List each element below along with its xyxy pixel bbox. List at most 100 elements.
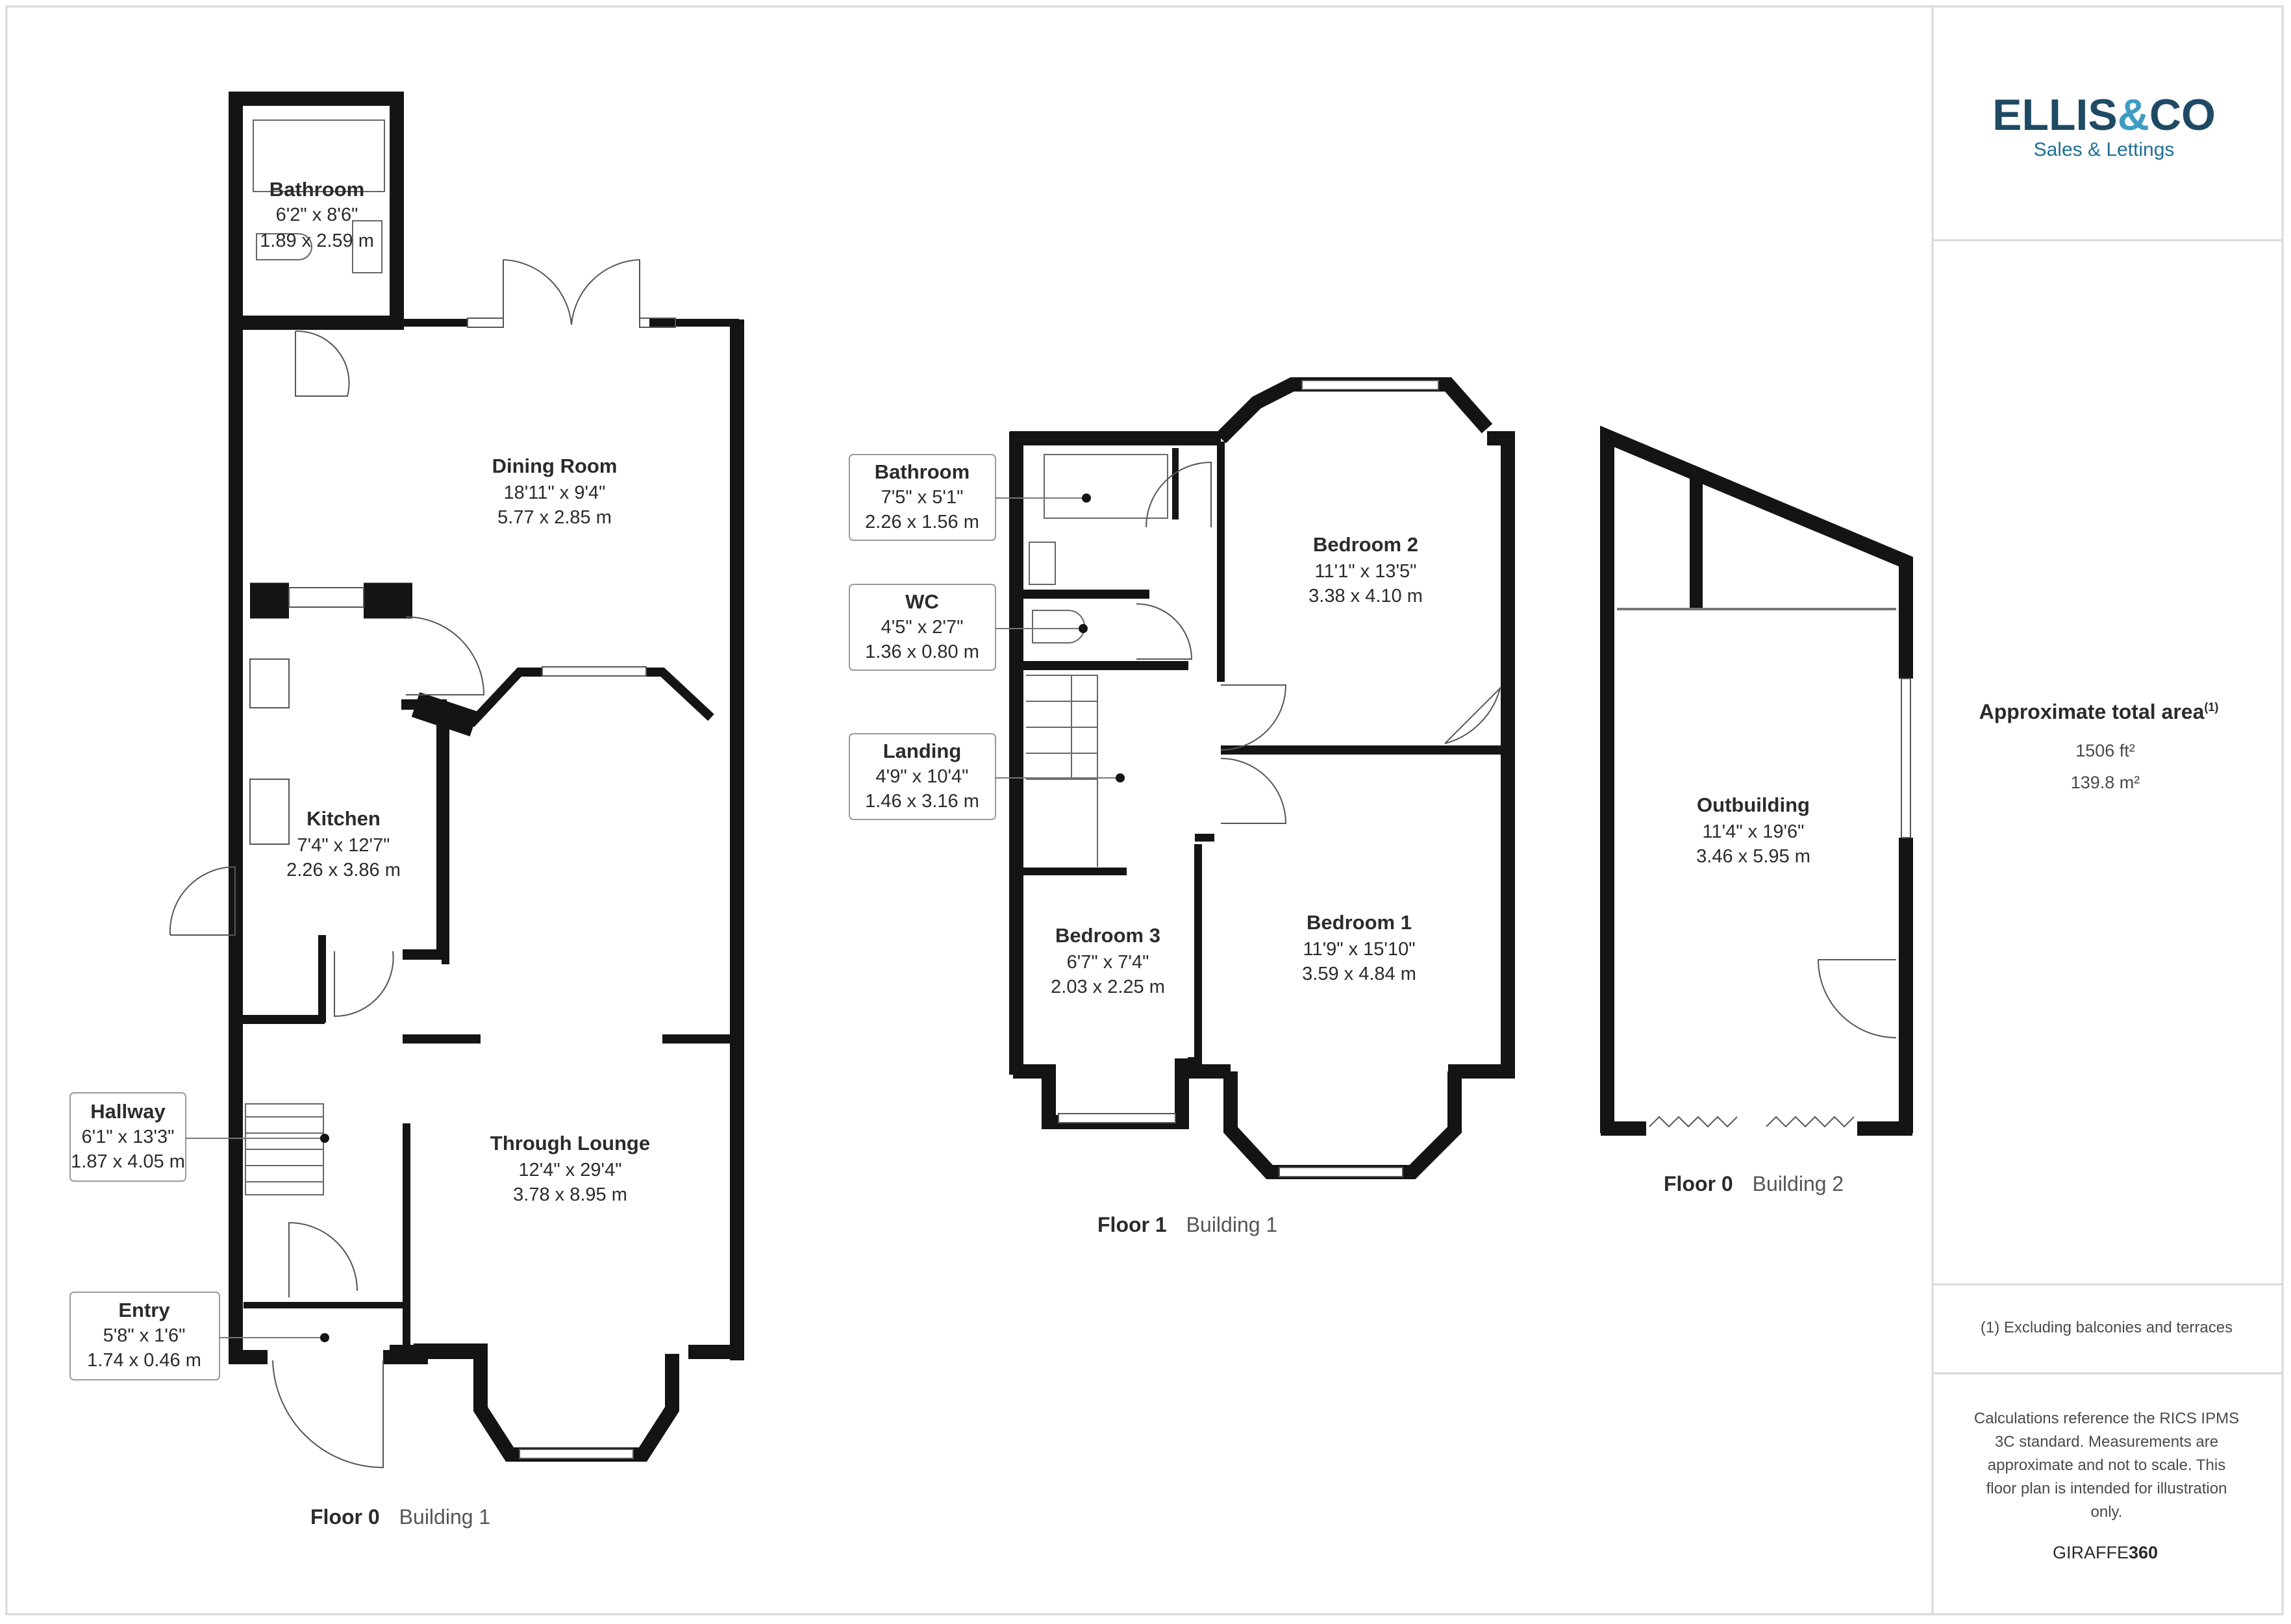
staircase — [245, 1103, 324, 1195]
disclaimer-line: only. — [2091, 1503, 2123, 1521]
bathtub — [253, 119, 385, 192]
window — [1901, 678, 1911, 838]
entry-callout: Entry 5'8" x 1'6" 1.74 x 0.46 m — [69, 1292, 329, 1380]
wall — [229, 323, 268, 1364]
window — [288, 587, 364, 608]
room-metric: 2.03 x 2.25 m — [1051, 977, 1165, 997]
bay-wall — [1216, 377, 1493, 443]
basin — [352, 220, 382, 273]
room-imperial: 11'9" x 15'10" — [1303, 939, 1415, 960]
disclaimer-line: Calculations reference the RICS IPMS — [1974, 1410, 2239, 1427]
basin — [1029, 542, 1056, 585]
svg-text:ELLIS&CO: ELLIS&CO — [1992, 90, 2216, 140]
outbuilding-labels: Outbuilding 11'4" x 19'6" 3.46 x 5.95 m — [1696, 793, 1810, 867]
toilet — [1032, 610, 1085, 643]
svg-text:Approximate total area(1): Approximate total area(1) — [1979, 700, 2219, 723]
room-imperial: 7'4" x 12'7" — [297, 835, 390, 856]
door-swing — [1220, 758, 1287, 824]
door-swing — [1220, 684, 1287, 751]
room-name: Hallway — [90, 1100, 166, 1123]
wall — [1600, 425, 1913, 1133]
window — [1301, 380, 1439, 390]
room-imperial: 11'1" x 13'5" — [1315, 561, 1417, 582]
area-footnote-mark: (1) — [2204, 701, 2218, 714]
f1-room-labels: Bedroom 2 11'1" x 13'5" 3.38 x 4.10 m Be… — [1051, 533, 1423, 997]
room-name: Bedroom 3 — [1055, 924, 1160, 947]
room-name: Bedroom 1 — [1307, 911, 1412, 934]
room-imperial: 6'2" x 8'6" — [276, 205, 358, 225]
room-name: Bathroom — [875, 460, 970, 483]
room-metric: 2.26 x 1.56 m — [865, 512, 979, 532]
door-swing — [272, 1360, 384, 1469]
door-swing — [288, 1221, 358, 1297]
door-swing — [295, 330, 350, 397]
room-metric: 5.77 x 2.85 m — [497, 507, 612, 528]
door-swing — [1146, 461, 1212, 528]
giraffe-part: GIRAFFE — [2053, 1543, 2129, 1562]
room-imperial: 12'4" x 29'4" — [518, 1160, 621, 1181]
bay-wall — [473, 1354, 679, 1462]
wall — [411, 692, 479, 736]
callout-box — [69, 1092, 186, 1182]
sheet-border — [5, 5, 2284, 1616]
area-summary: Approximate total area(1) 1506 ft² 139.8… — [1979, 700, 2219, 792]
floor1-building1-plan — [1009, 377, 1515, 1179]
building-label: Building 2 — [1753, 1172, 1844, 1195]
room-metric: 3.59 x 4.84 m — [1302, 964, 1416, 984]
bifold-door — [1766, 1116, 1855, 1128]
callout-dot — [320, 1134, 329, 1143]
room-imperial: 11'4" x 19'6" — [1703, 821, 1805, 842]
callout-dot — [1082, 493, 1091, 503]
area-title: Approximate total area — [1979, 700, 2205, 723]
room-metric: 3.78 x 8.95 m — [513, 1184, 627, 1205]
room-metric: 3.38 x 4.10 m — [1308, 586, 1423, 606]
door-swing — [405, 616, 485, 695]
window — [542, 666, 647, 677]
callout-box — [849, 584, 996, 671]
shower-tray — [1044, 454, 1168, 519]
door-swing — [169, 866, 236, 936]
callout-dot — [1079, 624, 1088, 633]
window — [1279, 1167, 1403, 1177]
giraffe-part: 360 — [2129, 1543, 2158, 1562]
room-name: Entry — [118, 1299, 170, 1321]
room-name: Bathroom — [269, 178, 364, 201]
brand-tagline: Sales & Lettings — [2034, 139, 2175, 160]
giraffe360-logo: GIRAFFE360 — [2053, 1543, 2158, 1562]
building-label: Building 1 — [1186, 1213, 1278, 1236]
outbuilding-plan — [1600, 425, 1913, 1136]
window — [467, 318, 504, 328]
callout-box — [69, 1292, 220, 1380]
window — [639, 318, 676, 328]
bay-wall — [467, 668, 714, 727]
f0-room-labels: Bathroom 6'2" x 8'6" 1.89 x 2.59 m Dinin… — [260, 178, 650, 1205]
wall — [401, 699, 447, 960]
landing-callout: Landing 4'9" x 10'4" 1.46 x 3.16 m — [849, 733, 1125, 820]
bay-wall — [1223, 1071, 1462, 1179]
room-metric: 1.36 x 0.80 m — [865, 642, 979, 662]
disclaimer: Calculations reference the RICS IPMS 3C … — [1974, 1410, 2239, 1521]
hallway-callout: Hallway 6'1" x 13'3" 1.87 x 4.05 m — [69, 1092, 329, 1182]
brand-name-part: ELLIS — [1992, 90, 2118, 140]
room-name: Bedroom 2 — [1313, 533, 1418, 556]
room-name: Through Lounge — [490, 1132, 650, 1155]
french-doors — [503, 259, 640, 325]
door-swing — [1817, 959, 1897, 1038]
toilet — [256, 233, 312, 260]
room-metric: 3.46 x 5.95 m — [1696, 846, 1810, 867]
room-imperial: 6'1" x 13'3" — [82, 1127, 175, 1147]
room-name: WC — [905, 590, 939, 613]
area-sqft: 1506 ft² — [2075, 741, 2135, 760]
disclaimer-line: 3C standard. Measurements are — [1995, 1433, 2218, 1451]
area-sqm: 139.8 m² — [2071, 773, 2140, 792]
room-name: Kitchen — [307, 807, 381, 830]
floor-label: Floor 1 — [1097, 1213, 1167, 1236]
room-metric: 1.46 x 3.16 m — [865, 791, 979, 812]
floor0-building1-plan — [169, 92, 744, 1469]
wall — [1013, 1058, 1189, 1129]
floor-caption: Floor 1 Building 1 — [1097, 1213, 1277, 1236]
room-name: Dining Room — [492, 455, 618, 477]
door-swing — [334, 951, 394, 1018]
callout-dot — [320, 1333, 329, 1342]
